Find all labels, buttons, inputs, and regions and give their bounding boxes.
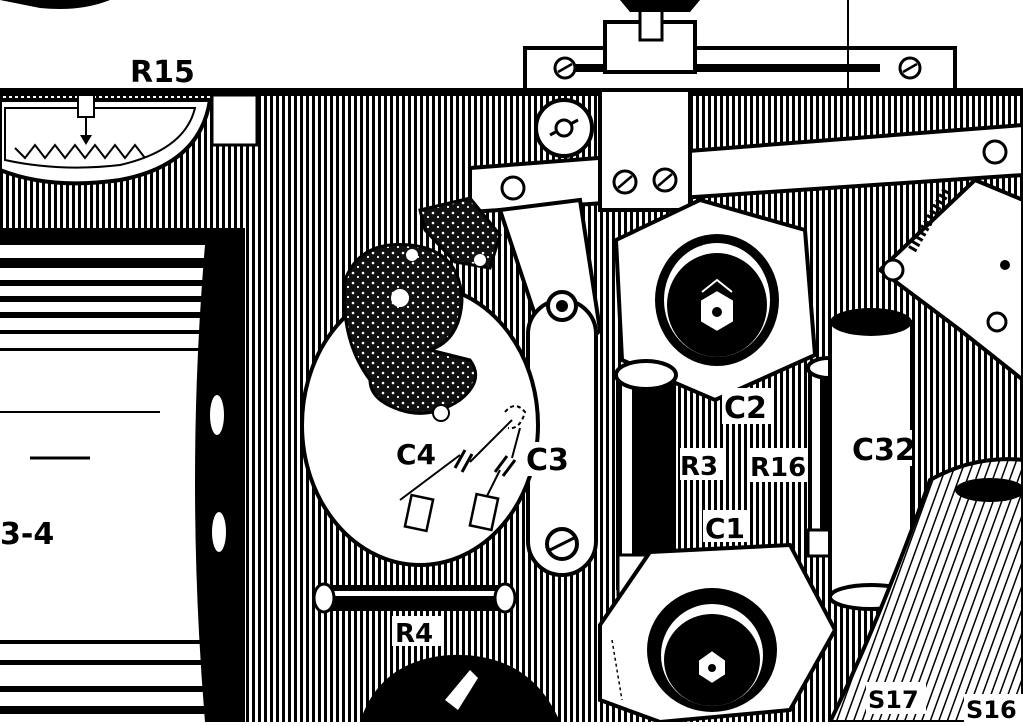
trimmer-c2	[613, 197, 818, 403]
capacitor-c4-disc	[300, 196, 540, 567]
label-r15: R15	[130, 55, 195, 90]
left-component-block	[0, 228, 245, 722]
label-r3: R3	[680, 452, 718, 482]
bottom-tube-socket	[360, 654, 560, 722]
label-c4: C4	[396, 438, 436, 471]
label-r4: R4	[395, 619, 433, 649]
label-c3: C3	[526, 443, 569, 478]
label-s17: S17	[868, 686, 919, 714]
label-s16: S16	[966, 696, 1017, 722]
potentiometer-r15	[0, 0, 259, 186]
label-c1: C1	[705, 512, 745, 545]
top-mounting-bracket	[523, 0, 957, 170]
right-output-component	[826, 457, 1023, 724]
label-edge-3-4: 3-4	[0, 517, 54, 552]
right-switch-mechanism	[876, 177, 1023, 383]
trimmer-c1	[598, 542, 838, 725]
label-c2: C2	[724, 391, 767, 426]
label-c32: C32	[852, 433, 916, 468]
label-r16: R16	[750, 453, 806, 483]
vertical-arm-c3	[497, 98, 603, 577]
resistor-r4	[312, 582, 517, 614]
